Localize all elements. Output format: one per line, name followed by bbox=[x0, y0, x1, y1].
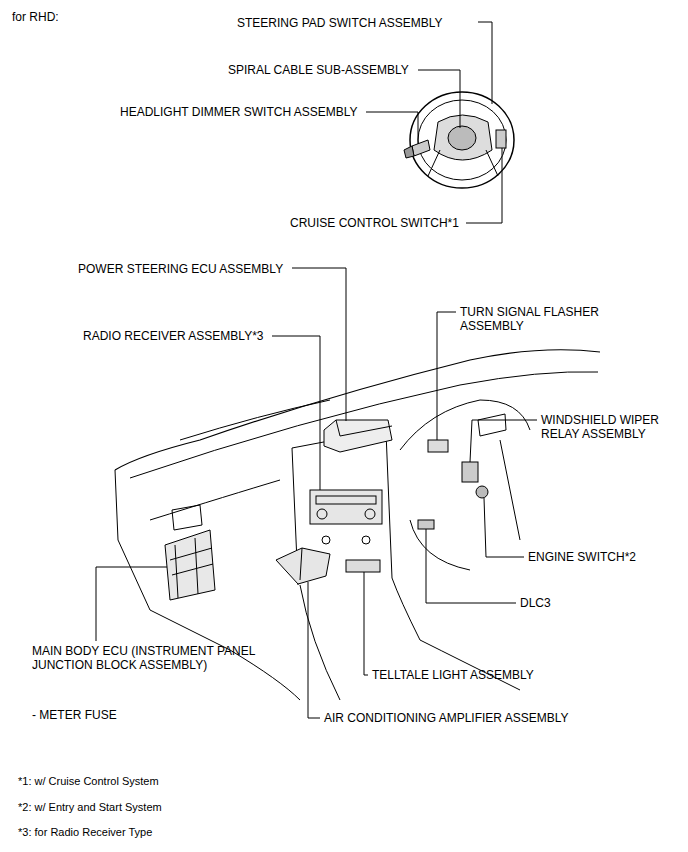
part-label: TURN SIGNAL FLASHER ASSEMBLY bbox=[460, 305, 620, 333]
part-label: TELLTALE LIGHT ASSEMBLY bbox=[372, 668, 534, 682]
footnote: *2: w/ Entry and Start System bbox=[18, 800, 162, 814]
part-label: POWER STEERING ECU ASSEMBLY bbox=[78, 262, 283, 276]
part-label: CRUISE CONTROL SWITCH*1 bbox=[290, 216, 459, 230]
part-label: ENGINE SWITCH*2 bbox=[528, 550, 636, 564]
fuse-label: - METER FUSE bbox=[32, 708, 117, 722]
part-label: SPIRAL CABLE SUB-ASSEMBLY bbox=[228, 63, 409, 77]
part-label: STEERING PAD SWITCH ASSEMBLY bbox=[237, 16, 443, 30]
part-label: WINDSHIELD WIPER RELAY ASSEMBLY bbox=[541, 413, 681, 441]
footnote: *1: w/ Cruise Control System bbox=[18, 774, 159, 788]
diagram-title: for RHD: bbox=[12, 10, 59, 24]
part-label: MAIN BODY ECU (INSTRUMENT PANEL JUNCTION… bbox=[32, 644, 277, 672]
footnote: *3: for Radio Receiver Type bbox=[18, 825, 152, 839]
part-label: DLC3 bbox=[520, 596, 551, 610]
part-label: AIR CONDITIONING AMPLIFIER ASSEMBLY bbox=[324, 711, 569, 725]
part-label: HEADLIGHT DIMMER SWITCH ASSEMBLY bbox=[120, 105, 358, 119]
part-label: RADIO RECEIVER ASSEMBLY*3 bbox=[83, 329, 264, 343]
